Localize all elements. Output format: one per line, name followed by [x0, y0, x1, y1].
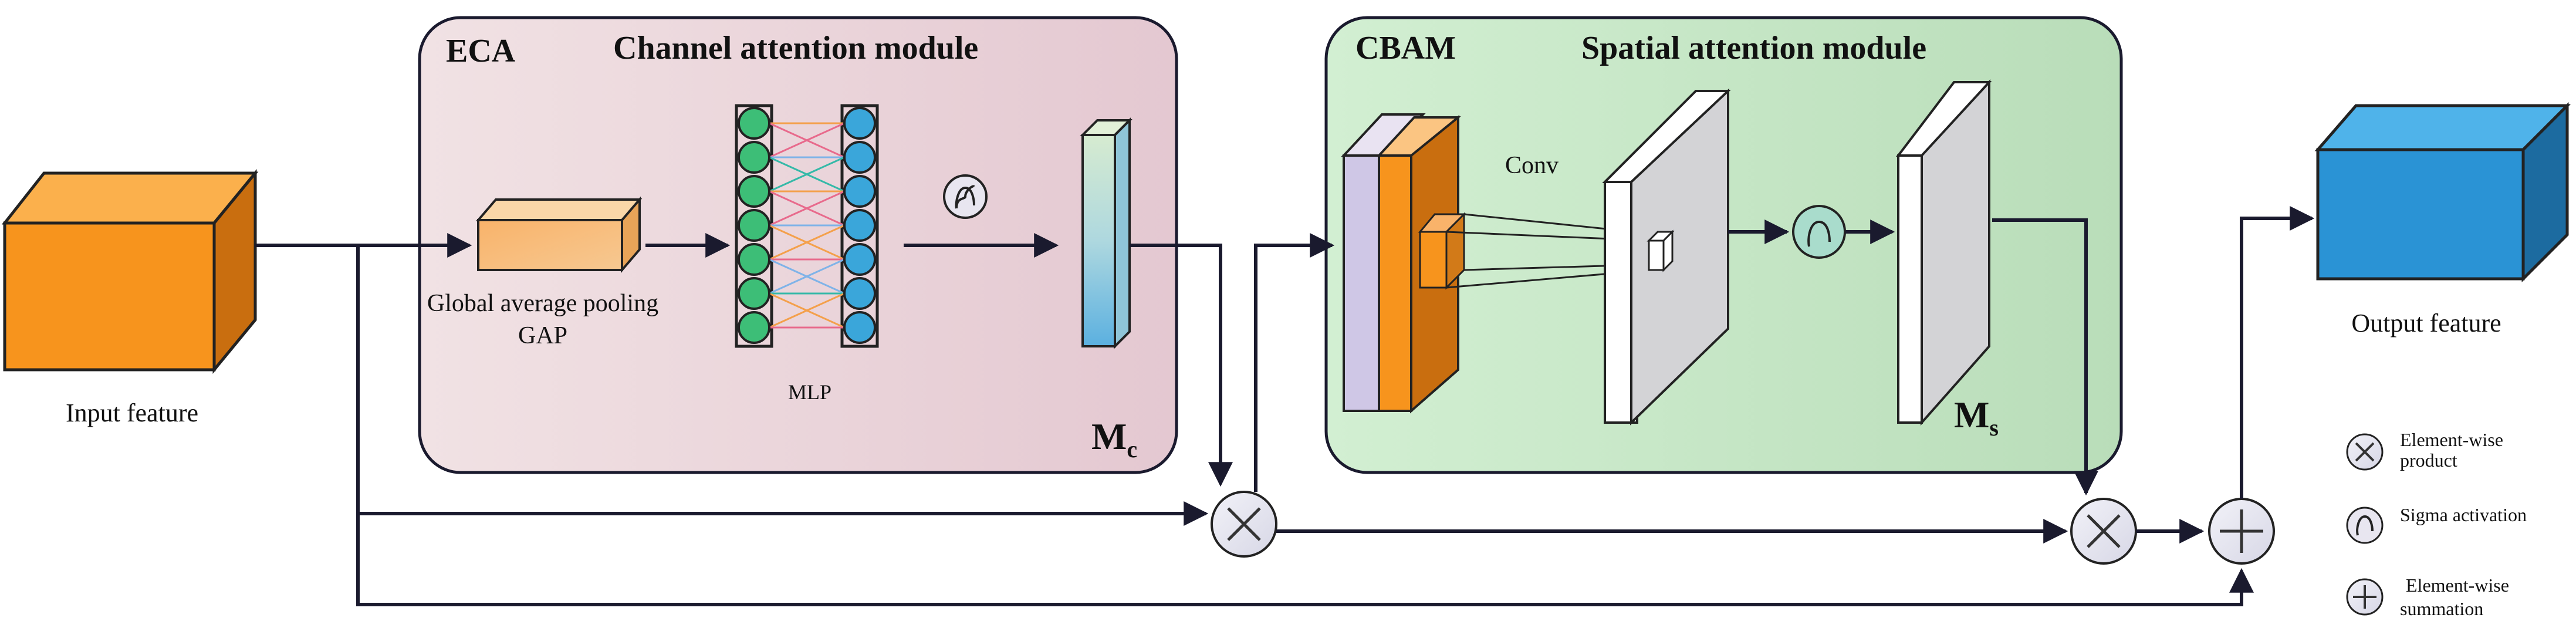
mlp-connection: [769, 122, 845, 158]
product-operator-1: [1211, 491, 1277, 558]
mlp-neuron: [738, 175, 770, 208]
product-operator-2: [2070, 498, 2137, 565]
mlp-neuron: [843, 141, 876, 174]
mlp-neuron: [738, 141, 770, 174]
mlp-neuron: [738, 107, 770, 140]
cbam-tag: CBAM: [1355, 30, 1456, 66]
mlp-block: [735, 104, 879, 348]
legend-sigma-label: Sigma activation: [2400, 504, 2527, 525]
legend: Element-wise product Sigma activation El…: [2346, 429, 2527, 619]
mlp-neuron: [738, 243, 770, 276]
legend-product-line1: Element-wise: [2400, 429, 2503, 450]
gap-label-line1: Global average pooling: [427, 290, 658, 317]
mlp-connection: [769, 224, 845, 261]
mlp-neuron: [843, 311, 876, 344]
input-feature-label: Input feature: [66, 399, 198, 427]
mc-label: Mc: [1091, 416, 1137, 463]
cbam-sigma-icon: [1792, 205, 1846, 259]
legend-sum-line1: Element-wise: [2406, 575, 2509, 596]
legend-sum-icon: [2346, 578, 2384, 616]
mlp-connection: [769, 292, 845, 329]
cbam-module: CBAM Spatial attention module Conv: [1324, 16, 2123, 474]
conv-output-plane: [1602, 88, 1731, 426]
legend-product-icon: [2346, 433, 2384, 471]
legend-product-line2: product: [2400, 450, 2457, 471]
sum-operator: [2208, 498, 2275, 565]
mlp-label: MLP: [788, 380, 831, 404]
connectors: [255, 206, 2315, 606]
ms-plane: [1895, 79, 1992, 426]
mlp-neuron: [843, 243, 876, 276]
eca-title: Channel attention module: [613, 30, 978, 66]
eca-module: ECA Channel attention module Global aver…: [418, 16, 1178, 474]
mlp-neuron: [738, 311, 770, 344]
mlp-neuron: [843, 175, 876, 208]
mlp-connection: [769, 258, 845, 295]
cbam-feature-block: [1341, 113, 1466, 414]
output-feature-cube: [2314, 102, 2571, 283]
legend-sigma-icon: [2346, 507, 2384, 544]
ms-label: Ms: [1954, 394, 1999, 441]
legend-sum-line2: summation: [2400, 598, 2483, 619]
mlp-neuron: [738, 209, 770, 242]
mlp-neuron: [843, 209, 876, 242]
conv-label: Conv: [1505, 152, 1559, 179]
mlp-neuron: [843, 277, 876, 310]
output-feature-label: Output feature: [2351, 309, 2501, 337]
mc-bar: [1080, 117, 1133, 349]
mlp-connection: [769, 156, 845, 193]
gap-block: [475, 196, 643, 274]
gap-label-line2: GAP: [518, 322, 567, 349]
cbam-title: Spatial attention module: [1581, 30, 1926, 66]
eca-tag: ECA: [446, 33, 516, 69]
input-feature-cube: [1, 169, 259, 374]
mlp-neuron: [843, 107, 876, 140]
mlp-connection: [769, 190, 845, 227]
mlp-neuron: [738, 277, 770, 310]
eca-sigma-icon: [943, 174, 988, 219]
